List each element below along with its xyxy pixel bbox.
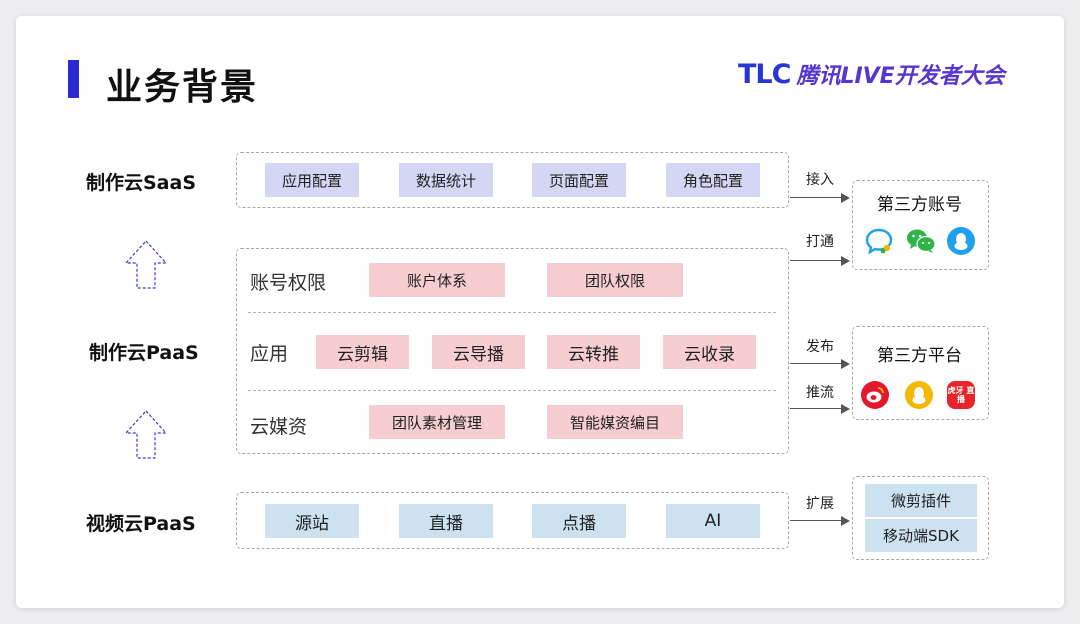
plugin-item: 微剪插件 [865,484,977,517]
arrow-label-publish: 发布 [806,339,834,355]
video-item: 点播 [532,504,626,538]
arrow-head [841,404,850,414]
paas-row-label: 应用 [250,343,289,365]
video-item: 直播 [399,504,493,538]
arrow-line [790,363,842,364]
panel-title-accounts: 第三方账号 [877,195,962,215]
logo-mark: TLC [738,58,791,90]
video-item: 源站 [265,504,359,538]
kuaishou-icon [905,381,933,409]
arrow-line [790,520,842,521]
row-divider [248,390,776,391]
arrow-label-push: 推流 [806,385,834,401]
plugins-panel [852,476,989,560]
up-arrow-icon [124,410,168,459]
conference-logo: TLC 腾讯LIVE开发者大会 [738,58,1005,90]
arrow-label-connect: 打通 [806,234,834,250]
paas-item: 账户体系 [369,263,505,297]
paas-item: 团队素材管理 [369,405,505,439]
paas-item: 团队权限 [547,263,683,297]
arrow-head [841,193,850,203]
logo-text: 腾讯LIVE开发者大会 [796,64,1005,89]
paas-item: 智能媒资编目 [547,405,683,439]
panel-title-platforms: 第三方平台 [877,346,962,366]
saas-layer-box [236,152,789,208]
arrow-label-access: 接入 [806,172,834,188]
paas-row-label: 账号权限 [250,272,327,294]
wechat-icon [905,227,937,255]
arrow-head [841,516,850,526]
saas-item: 角色配置 [666,163,760,197]
arrow-head [841,359,850,369]
page-title: 业务背景 [106,67,259,108]
arrow-line [790,197,842,198]
arrow-label-extend: 扩展 [806,496,834,512]
saas-item: 应用配置 [265,163,359,197]
paas-layer-box [236,248,789,454]
weibo-icon [861,381,889,409]
layer-label-video-paas: 视频云PaaS [86,513,196,535]
paas-item: 云转推 [547,335,640,369]
video-item: AI [666,504,760,538]
layer-label-paas: 制作云PaaS [89,342,199,364]
arrow-line [790,260,842,261]
title-accent-bar [68,60,79,98]
arrow-head [841,256,850,266]
arrow-line [790,408,842,409]
saas-item: 页面配置 [532,163,626,197]
layer-label-saas: 制作云SaaS [86,172,197,194]
qq-penguin-icon [947,227,975,255]
qq-icon [864,227,894,255]
third-party-platforms-panel [852,326,989,420]
saas-item: 数据统计 [399,163,493,197]
paas-row-label: 云媒资 [250,416,308,438]
paas-item: 云收录 [663,335,756,369]
huya-icon: 虎牙 直播 [947,381,975,409]
plugin-item: 移动端SDK [865,519,977,552]
paas-item: 云导播 [432,335,525,369]
paas-item: 云剪辑 [316,335,409,369]
up-arrow-icon [124,240,168,289]
third-party-accounts-panel [852,180,989,270]
row-divider [248,312,776,313]
video-paas-layer-box [236,492,789,549]
